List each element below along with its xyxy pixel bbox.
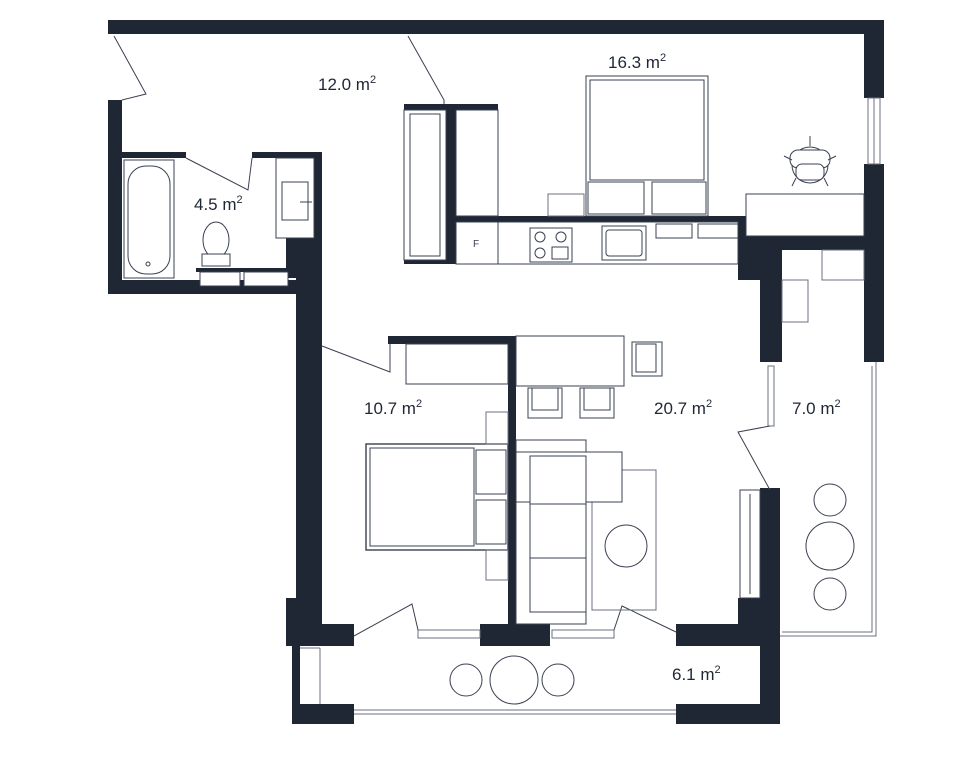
area-label-balcony-right: 7.0 m2 (792, 398, 841, 418)
area-label-balcony-bottom: 6.1 m2 (672, 664, 721, 684)
area-label-bathroom: 4.5 m2 (194, 194, 243, 214)
area-label-living: 20.7 m2 (654, 398, 712, 418)
living-furniture (405, 249, 865, 625)
office-chair (783, 136, 837, 187)
windows (300, 97, 881, 715)
area-label-entrance: 12.0 m2 (318, 74, 376, 94)
kitchen-furniture (403, 75, 865, 265)
bathroom-fixtures (123, 157, 315, 287)
area-label-kitchen: 16.3 m2 (608, 52, 666, 72)
bedroom-furniture (365, 411, 509, 581)
doors (113, 35, 771, 637)
balcony-furniture (449, 483, 855, 705)
area-labels: 12.0 m2 4.5 m2 16.3 m2 10.7 m2 20.7 m2 7… (194, 52, 841, 684)
area-label-bedroom: 10.7 m2 (364, 398, 422, 418)
fridge-label: F (473, 239, 479, 250)
